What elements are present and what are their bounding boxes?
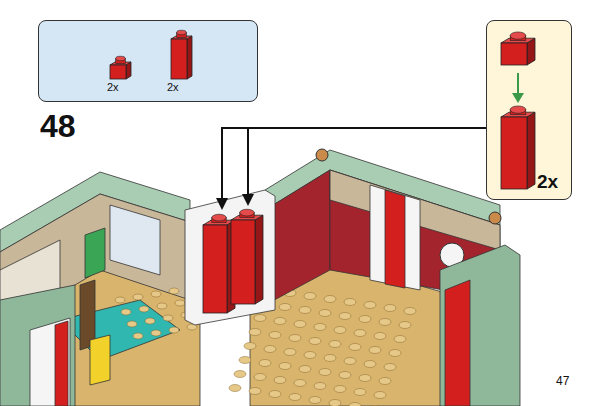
step-number: 48 bbox=[40, 108, 76, 145]
brick-icon bbox=[39, 21, 259, 103]
sub-step-callout: 2x bbox=[486, 20, 572, 200]
page-number: 47 bbox=[556, 374, 569, 388]
quantity-label: 2x bbox=[107, 81, 119, 93]
quantity-label: 2x bbox=[537, 171, 558, 193]
brick-icon bbox=[487, 21, 573, 201]
quantity-label: 2x bbox=[167, 81, 179, 93]
parts-list-box: 2x 2x bbox=[38, 20, 258, 102]
